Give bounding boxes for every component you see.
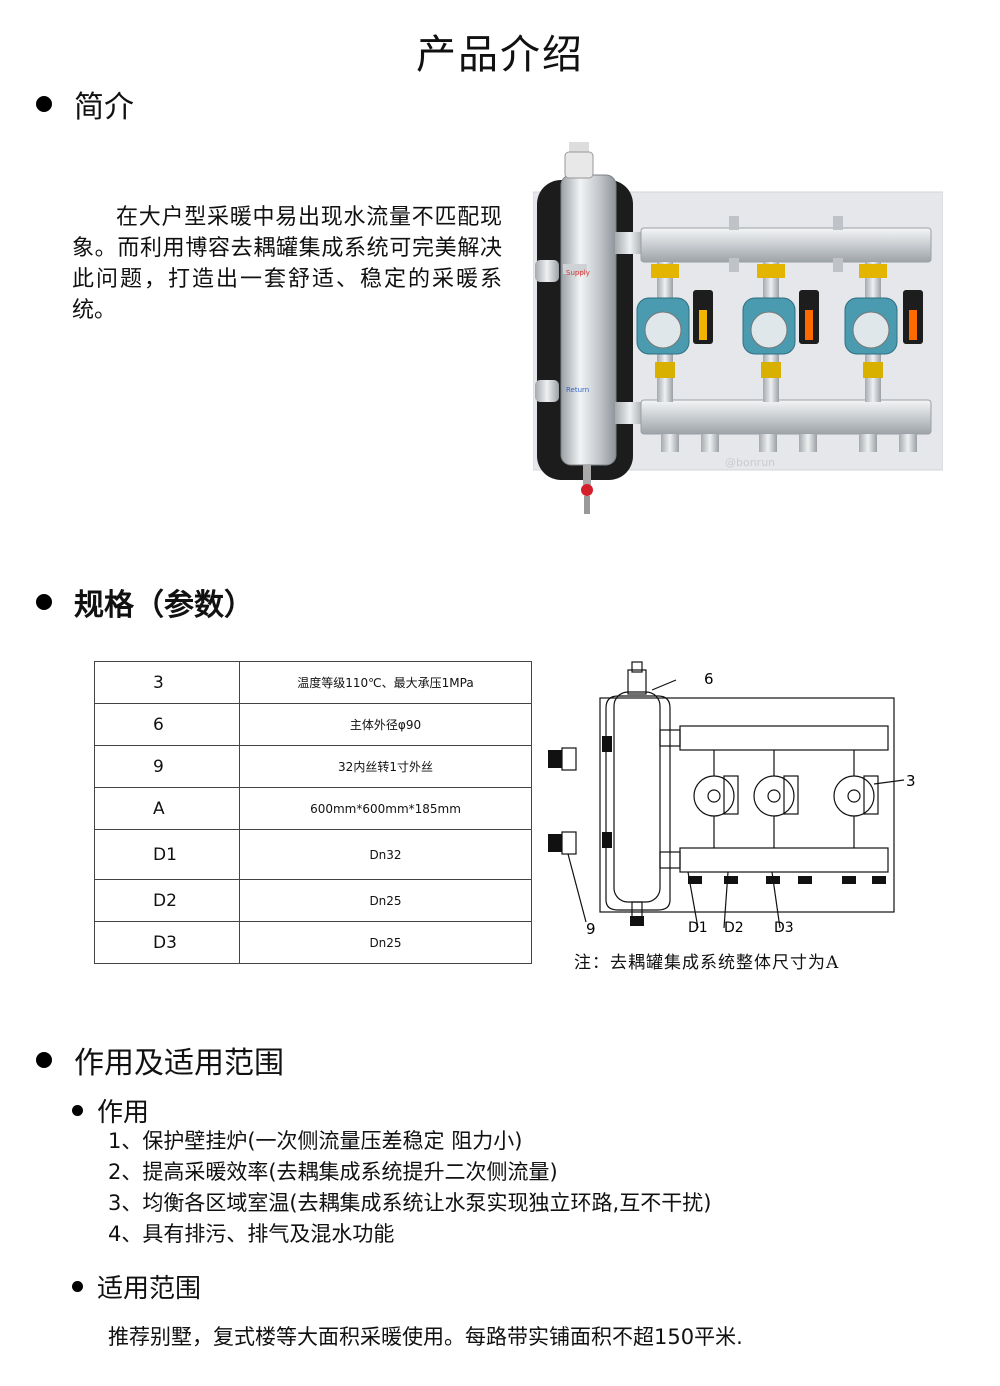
- spec-key: D3: [94, 921, 240, 964]
- table-row: D1 Dn32: [94, 829, 532, 880]
- table-row: A 600mm*600mm*185mm: [94, 787, 532, 830]
- intro-heading-text: 简介: [74, 90, 134, 125]
- diagram-label-9: 9: [586, 920, 596, 938]
- spec-key: 9: [94, 745, 240, 788]
- spec-value: 主体外径φ90: [239, 703, 532, 746]
- bullet-icon: [36, 594, 52, 610]
- spec-value: Dn25: [239, 879, 532, 922]
- table-row: D2 Dn25: [94, 879, 532, 922]
- spec-key: D2: [94, 879, 240, 922]
- spec-key: 3: [94, 661, 240, 704]
- spec-value: 温度等级110℃、最大承压1MPa: [239, 661, 532, 704]
- usage-heading-text: 作用及适用范围: [74, 1046, 284, 1081]
- diagram-label-d3: D3: [774, 920, 794, 936]
- scope-heading: 适用范围: [72, 1268, 201, 1305]
- technical-diagram: 6 3 9 D1 D2 D3: [548, 661, 916, 938]
- function-list: 1、保护壁挂炉(一次侧流量压差稳定 阻力小) 2、提高采暖效率(去耦集成系统提升…: [108, 1126, 711, 1250]
- intro-heading: 简介: [36, 82, 134, 126]
- usage-heading: 作用及适用范围: [36, 1038, 284, 1082]
- list-item: 1、保护壁挂炉(一次侧流量压差稳定 阻力小): [108, 1129, 523, 1153]
- bullet-icon: [72, 1281, 83, 1292]
- intro-paragraph: 在大户型采暖中易出现水流量不匹配现象。而利用博容去耦罐集成系统可完美解决此问题，…: [72, 205, 502, 323]
- function-heading: 作用: [72, 1092, 149, 1129]
- spec-value: 600mm*600mm*185mm: [239, 787, 532, 830]
- diagram-label-d1: D1: [688, 920, 708, 936]
- table-row: D3 Dn25: [94, 921, 532, 964]
- watermark: @bonrun: [725, 456, 775, 469]
- spec-value: Dn32: [239, 829, 532, 880]
- bullet-icon: [36, 1052, 52, 1068]
- spec-value: Dn25: [239, 921, 532, 964]
- diagram-label-3: 3: [906, 772, 916, 790]
- page-title: 产品介绍: [416, 32, 584, 78]
- supply-label: Supply: [566, 269, 590, 277]
- specs-heading: 规格（参数）: [36, 580, 254, 624]
- scope-heading-text: 适用范围: [97, 1274, 202, 1304]
- spec-key: D1: [94, 829, 240, 880]
- bullet-icon: [36, 96, 52, 112]
- table-row: 3 温度等级110℃、最大承压1MPa: [94, 661, 532, 704]
- list-item: 4、具有排污、排气及混水功能: [108, 1222, 395, 1246]
- spec-key: A: [94, 787, 240, 830]
- diagram-note: 注：去耦罐集成系统整体尺寸为A: [574, 953, 840, 973]
- table-row: 6 主体外径φ90: [94, 703, 532, 746]
- product-photo: Supply Return: [533, 142, 943, 514]
- spec-value: 32内丝转1寸外丝: [239, 745, 532, 788]
- spec-key: 6: [94, 703, 240, 746]
- specs-heading-text: 规格（参数）: [74, 588, 254, 623]
- spec-table: 3 温度等级110℃、最大承压1MPa 6 主体外径φ90 9 32内丝转1寸外…: [94, 661, 532, 964]
- list-item: 3、均衡各区域室温(去耦集成系统让水泵实现独立环路,互不干扰): [108, 1191, 712, 1215]
- table-row: 9 32内丝转1寸外丝: [94, 745, 532, 788]
- diagram-label-6: 6: [704, 670, 714, 688]
- diagram-label-d2: D2: [724, 920, 744, 936]
- scope-text: 推荐别墅，复式楼等大面积采暖使用。每路带实铺面积不超150平米.: [108, 1325, 743, 1349]
- function-heading-text: 作用: [97, 1098, 150, 1128]
- bullet-icon: [72, 1105, 83, 1116]
- return-label: Return: [566, 386, 589, 394]
- list-item: 2、提高采暖效率(去耦集成系统提升二次侧流量): [108, 1160, 558, 1184]
